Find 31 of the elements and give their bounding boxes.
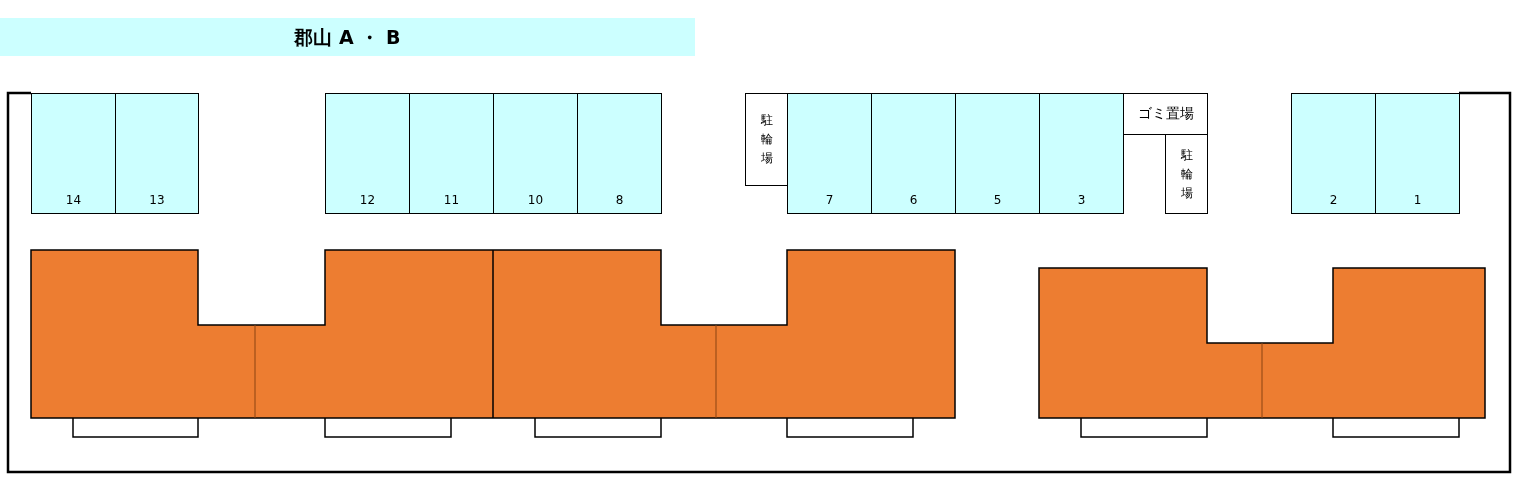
space-number: 12 [358, 193, 377, 207]
area-label: 駐輪場 [1180, 146, 1193, 202]
bicycle-parking-area [745, 93, 788, 186]
space-number: 5 [992, 193, 1003, 207]
title: 郡山 A ・ B [293, 25, 402, 50]
parking-space [871, 93, 956, 214]
space-number: 3 [1076, 193, 1087, 207]
garbage-area [1123, 93, 1208, 135]
space-number: 2 [1328, 193, 1339, 207]
space-number: 10 [526, 193, 545, 207]
parking-space [493, 93, 578, 214]
space-number: 7 [824, 193, 835, 207]
space-number: 13 [148, 193, 166, 207]
parking-space [115, 93, 199, 214]
parking-space [1291, 93, 1376, 214]
parking-space [1375, 93, 1460, 214]
space-number: 11 [442, 193, 461, 207]
parking-space [325, 93, 410, 214]
parking-space [409, 93, 494, 214]
area-label: 駐輪場 [760, 112, 773, 167]
parking-space [577, 93, 662, 214]
parking-space [787, 93, 872, 214]
parking-space [31, 93, 116, 214]
space-number: 14 [64, 193, 83, 207]
bicycle-parking-area [1165, 134, 1208, 214]
parking-space [955, 93, 1040, 214]
space-number: 1 [1412, 193, 1423, 207]
area-label: ゴミ置場 [1137, 105, 1194, 123]
parking-space [1039, 93, 1124, 214]
space-number: 6 [908, 193, 919, 207]
space-number: 8 [614, 193, 625, 207]
